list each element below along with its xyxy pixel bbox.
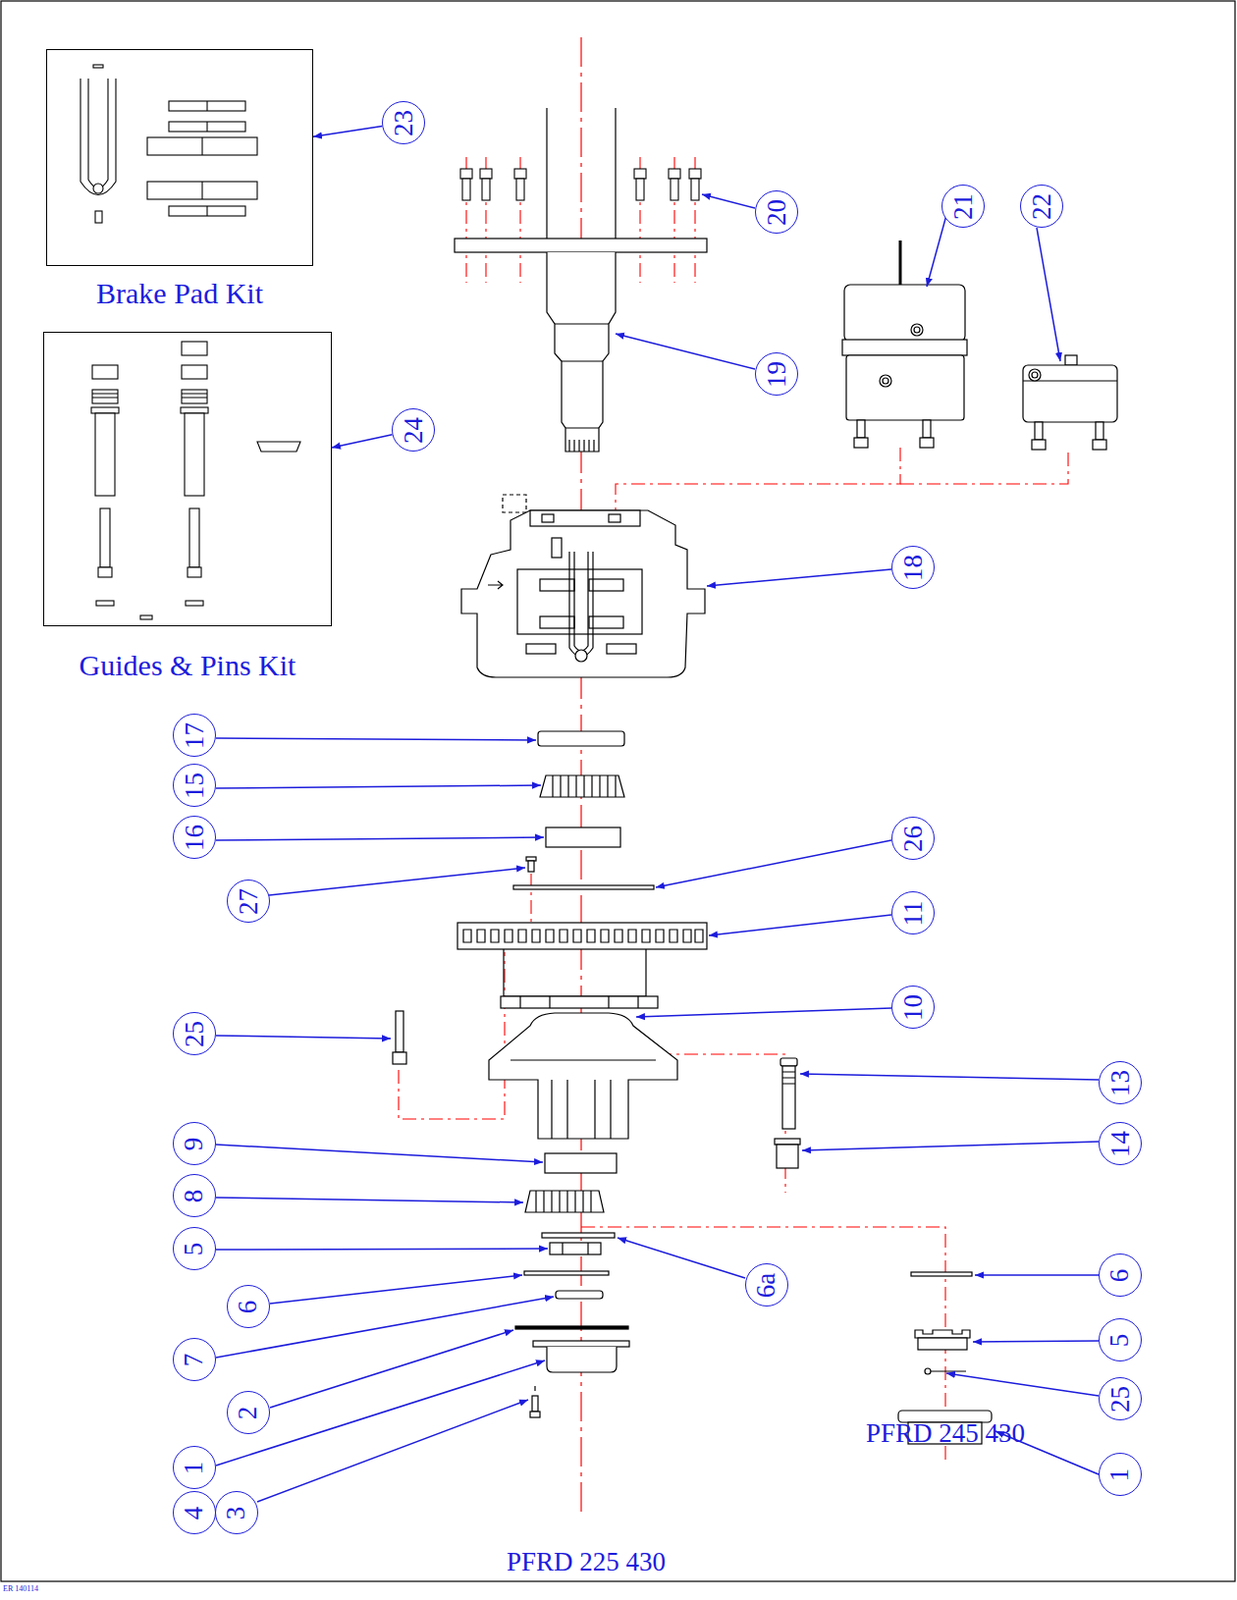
kit-box: Guides & Pins Kit — [43, 331, 332, 627]
callout-circle: 6 — [226, 1285, 270, 1329]
kit-title: Guides & Pins Kit — [79, 648, 297, 682]
callout-circle: 10 — [891, 985, 935, 1029]
callout-number: 11 — [900, 900, 927, 926]
callout-number: 6 — [235, 1299, 263, 1314]
callout-circle: 6a — [745, 1263, 789, 1307]
callout-number: 6a — [752, 1272, 780, 1297]
callout-arrow — [313, 125, 382, 137]
model-label: PFRD 245 430 — [865, 1419, 1025, 1450]
callout-circle: 1 — [172, 1446, 216, 1490]
callout-circle: 5 — [1098, 1318, 1142, 1362]
callout-number: 10 — [900, 994, 927, 1022]
callout-circle: 25 — [172, 1012, 216, 1056]
callout-circle: 9 — [172, 1122, 216, 1166]
callout-number: 27 — [235, 888, 263, 915]
callout-number: 6 — [1107, 1268, 1134, 1283]
callout-number: 25 — [181, 1021, 209, 1048]
callout-circle: 18 — [891, 545, 935, 590]
callout-number: 5 — [181, 1241, 209, 1256]
model-label: PFRD 225 430 — [506, 1548, 666, 1578]
assembly-lines — [398, 157, 1069, 1465]
callout-number: 24 — [400, 417, 428, 444]
flange-bolts — [460, 168, 701, 201]
callout-circle: 6 — [1098, 1253, 1142, 1297]
callout-circle: 26 — [891, 816, 935, 861]
callout-circle: 1 — [1098, 1452, 1142, 1497]
callout-number: 21 — [950, 193, 977, 220]
alternative-nut-parts — [898, 1272, 992, 1445]
guides-kit-parts — [91, 341, 301, 620]
drawing-number: ER 140114 — [2, 1585, 39, 1595]
callout-number: 16 — [181, 824, 209, 852]
callout-number: 22 — [1028, 193, 1056, 220]
callout-number: 23 — [390, 109, 418, 137]
wheel-studs — [392, 1011, 801, 1169]
callout-circle: 11 — [891, 891, 935, 935]
service-brake-chamber — [1022, 355, 1118, 450]
kit-box: Brake Pad Kit — [46, 49, 314, 267]
callout-circle: 24 — [391, 408, 435, 452]
callout-circle: 5 — [172, 1227, 216, 1271]
callout-number: 5 — [1107, 1333, 1134, 1347]
callout-circle: 19 — [754, 352, 799, 396]
callout-circle: 23 — [381, 101, 426, 145]
callout-number: 13 — [1107, 1070, 1134, 1097]
callout-circle: 2 — [226, 1391, 270, 1435]
callout-number: 26 — [900, 825, 927, 853]
callout-circle: 17 — [172, 713, 216, 757]
callout-circle: 8 — [172, 1174, 216, 1218]
callout-arrow — [331, 434, 393, 448]
callout-circle: 27 — [226, 879, 270, 923]
callout-circle: 16 — [172, 815, 216, 860]
brake-caliper — [461, 494, 705, 678]
callout-number: 18 — [900, 554, 927, 582]
callout-number: 2 — [235, 1405, 263, 1420]
axle-stub — [454, 107, 707, 452]
callout-number: 14 — [1107, 1130, 1134, 1158]
brake-pad-kit-parts — [80, 64, 258, 223]
callout-circle: 14 — [1098, 1122, 1142, 1166]
kit-title: Brake Pad Kit — [96, 276, 264, 310]
callout-number: 17 — [181, 722, 209, 750]
callout-circle: 22 — [1020, 184, 1064, 228]
callout-circle: 21 — [941, 184, 985, 228]
callout-circle: 7 — [172, 1338, 216, 1382]
callout-circle: 3 — [215, 1491, 259, 1535]
callout-circle: 15 — [172, 763, 216, 807]
callout-circle: 4 — [172, 1491, 216, 1535]
leader-lines — [215, 186, 1099, 1503]
callout-number: 4 — [181, 1505, 209, 1520]
callout-circle: 25 — [1098, 1377, 1142, 1421]
callout-number: 20 — [763, 199, 791, 226]
callout-number: 25 — [1107, 1386, 1134, 1413]
callout-circle: 20 — [754, 190, 799, 234]
callout-number: 19 — [763, 361, 791, 388]
spring-brake-chamber — [842, 240, 968, 448]
callout-number: 7 — [181, 1352, 209, 1367]
callout-number: 3 — [223, 1505, 251, 1520]
callout-number: 1 — [1107, 1467, 1134, 1482]
callout-number: 9 — [181, 1136, 209, 1151]
callout-number: 1 — [181, 1460, 209, 1475]
hub-parts — [457, 731, 707, 1418]
callout-number: 15 — [181, 772, 209, 800]
callout-circle: 13 — [1098, 1061, 1142, 1105]
callout-number: 8 — [181, 1188, 209, 1203]
